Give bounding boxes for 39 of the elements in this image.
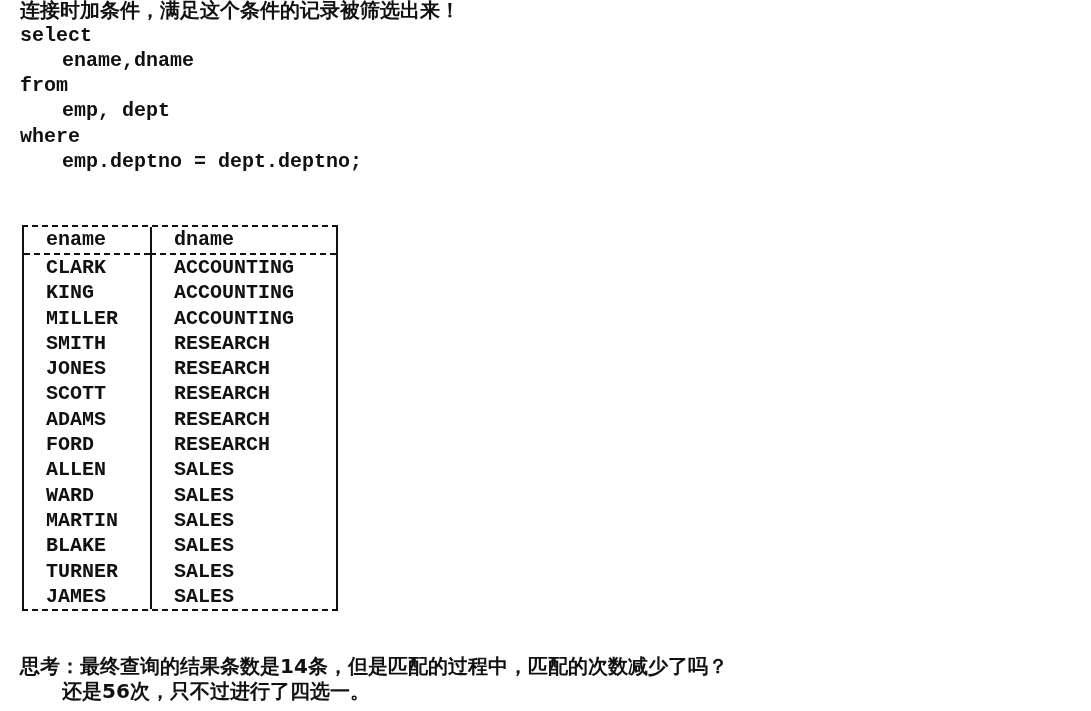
note-text: 思考：最终查询的结果条数是14条，但是匹配的过程中，匹配的次数减少了吗？ <box>20 654 728 679</box>
note-text: 还是56次，只不过进行了四选一。 <box>62 679 370 704</box>
table-cell: ACCOUNTING <box>150 305 336 331</box>
table-cell: RESEARCH <box>150 330 336 357</box>
table-cell-text: JAMES <box>45 583 107 610</box>
sql-keyword: where <box>20 124 80 149</box>
column-header: dname <box>150 227 336 255</box>
sql-condition: emp.deptno = dept.deptno; <box>62 149 363 174</box>
table-cell: SALES <box>150 482 336 508</box>
table-cell-text: JONES <box>45 356 107 382</box>
table-cell: RESEARCH <box>150 381 336 407</box>
table-cell-text: CLARK <box>45 255 107 281</box>
table-cell: SALES <box>150 533 336 559</box>
table-cell: RESEARCH <box>150 432 336 458</box>
table-cell: SALES <box>150 507 336 534</box>
table-cell-text: SMITH <box>45 330 107 357</box>
table-cell: SALES <box>150 457 336 483</box>
sql-keyword: select <box>20 23 92 48</box>
table-cell: RESEARCH <box>150 406 336 433</box>
heading-note: 连接时加条件，满足这个条件的记录被筛选出来！ <box>20 0 460 23</box>
table-cell-text: ADAMS <box>45 406 107 433</box>
sql-columns: ename,dname <box>62 48 195 73</box>
column-header: ename <box>24 227 150 255</box>
table-cell-text: BLAKE <box>45 533 107 559</box>
table-cell-text: MARTIN <box>45 507 119 534</box>
table-cell-text: TURNER <box>45 558 119 584</box>
table-cell-text: MILLER <box>45 305 119 331</box>
table-cell-text: ALLEN <box>45 457 107 483</box>
table-cell: SALES <box>150 558 336 584</box>
table-cell-text: SCOTT <box>45 381 107 407</box>
table-cell-text: WARD <box>45 482 95 508</box>
sql-keyword: from <box>20 73 68 98</box>
table-cell: RESEARCH <box>150 356 336 382</box>
table-cell: ACCOUNTING <box>150 280 336 306</box>
table-cell-text: KING <box>45 280 95 306</box>
sql-tables: emp, dept <box>62 98 171 123</box>
table-cell: SALES <box>150 583 336 610</box>
table-cell-text: FORD <box>45 432 95 458</box>
table-cell: ACCOUNTING <box>150 255 336 281</box>
